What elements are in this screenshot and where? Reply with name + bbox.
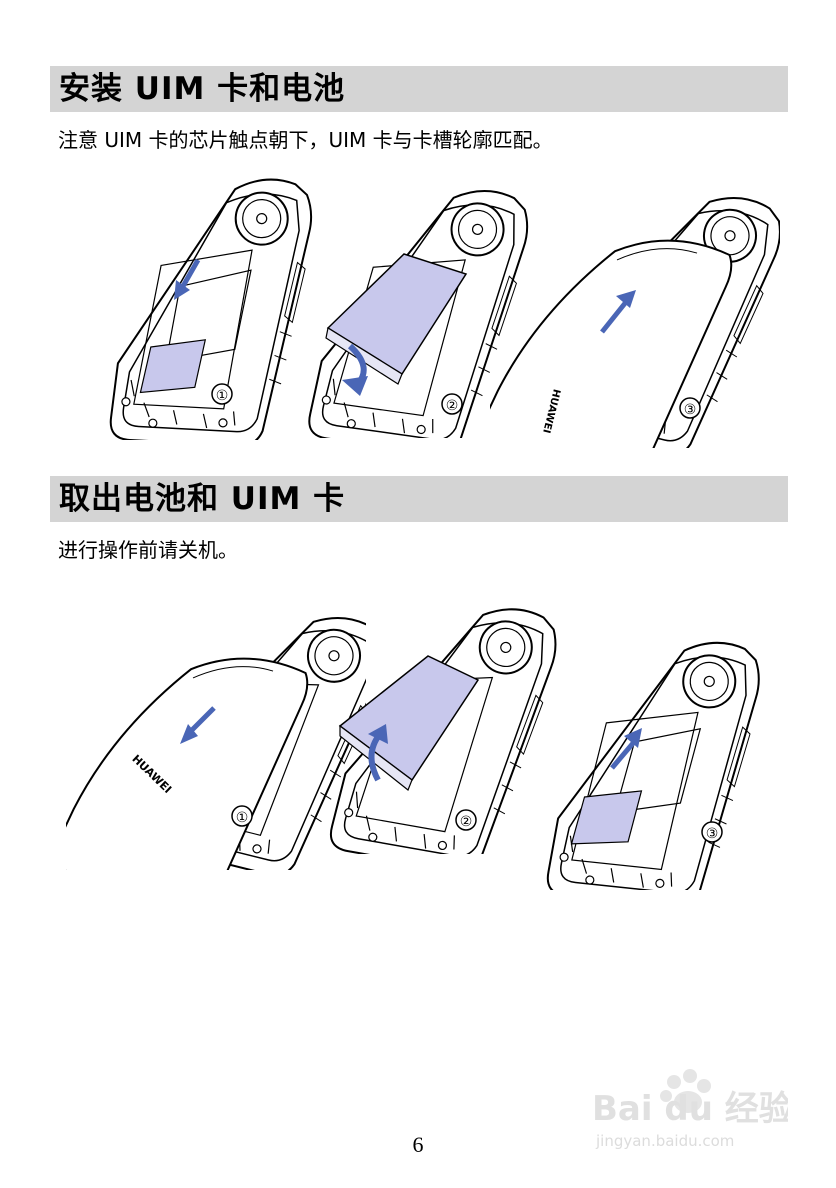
install-step-3-figure: HUAWEI ③ (473, 162, 789, 500)
page-number: 6 (412, 1132, 424, 1157)
section-header-remove: 取出电池和 UIM 卡 (50, 476, 788, 522)
section-title-remove: 取出电池和 UIM 卡 (59, 481, 346, 517)
install-step-1-figure: ① (70, 160, 330, 450)
remove-step-2-figure: ② (300, 583, 563, 882)
remove-step-2-label: ② (460, 814, 473, 830)
remove-note: 进行操作前请关机。 (58, 538, 238, 562)
install-step-2-label: ② (446, 398, 459, 414)
install-step-1-label: ① (216, 388, 229, 404)
install-step-3-label: ③ (684, 402, 697, 418)
baidu-watermark: Bai du 经验 jingyan.baidu.com (588, 1058, 793, 1168)
remove-step-3-label: ③ (706, 826, 719, 842)
watermark-url: jingyan.baidu.com (595, 1132, 734, 1150)
remove-step-1-figure: HUAWEI ① (49, 582, 393, 918)
remove-step-1-label: ① (236, 810, 249, 826)
remove-step-3-figure: ③ (504, 620, 774, 915)
section-title-install: 安装 UIM 卡和电池 (59, 71, 346, 107)
section-header-install: 安装 UIM 卡和电池 (50, 66, 788, 112)
install-step-2-figure: ② (280, 169, 540, 464)
watermark-text: Bai du 经验 (592, 1089, 788, 1129)
install-note: 注意 UIM 卡的芯片触点朝下，UIM 卡与卡槽轮廓匹配。 (58, 128, 553, 152)
